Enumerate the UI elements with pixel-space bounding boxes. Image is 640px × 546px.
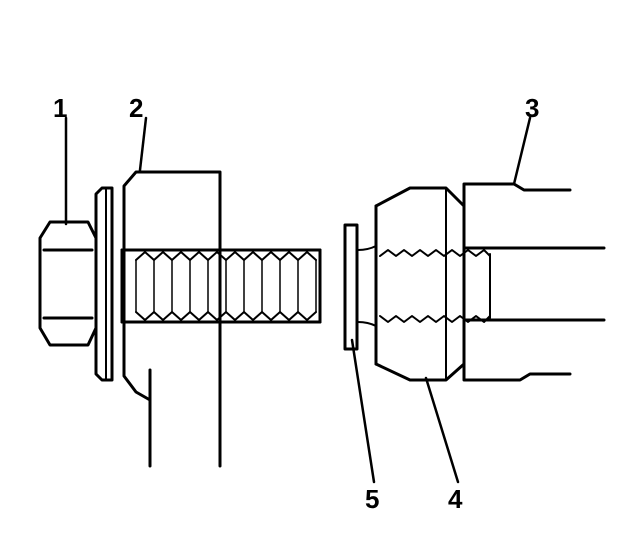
leader-line-5 [350,338,376,484]
leader-line-2 [138,116,148,172]
bolt-shank [120,248,322,324]
washer [343,223,359,351]
bolt-head [38,186,114,382]
callout-3: 3 [525,93,540,123]
cone-nut [357,186,491,382]
callout-2: 2 [129,93,144,123]
leader-line-4 [424,376,460,484]
shaft-body [462,182,606,382]
leader-line-3 [512,116,532,186]
callout-4: 4 [448,484,463,514]
callout-1: 1 [53,93,68,123]
leader-lines [64,116,532,484]
bracket-plate [122,170,222,468]
callout-5: 5 [365,484,380,514]
